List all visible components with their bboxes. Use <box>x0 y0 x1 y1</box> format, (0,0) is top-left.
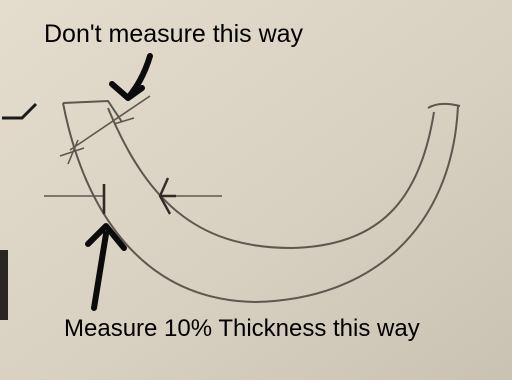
right-cap <box>427 102 461 109</box>
wrong-measure-tick-a <box>59 139 85 165</box>
inner-measure-arrowhead <box>158 177 176 215</box>
wrong-measure-line <box>69 95 151 151</box>
inner-arc <box>107 107 435 250</box>
left-cap <box>62 99 123 123</box>
bottom-margin <box>0 380 519 387</box>
right-margin <box>512 0 519 387</box>
left-dark-strip <box>0 250 8 320</box>
wrong-measure-tick-b <box>113 117 135 125</box>
outer-arc <box>62 102 459 304</box>
top-arrow-icon <box>109 53 153 101</box>
bottom-annotation-label: Measure 10% Thickness this way <box>64 315 420 342</box>
left-edge-mark <box>2 102 38 120</box>
top-annotation-label: Don't measure this way <box>44 20 304 48</box>
bottom-arrow-icon <box>85 223 127 311</box>
